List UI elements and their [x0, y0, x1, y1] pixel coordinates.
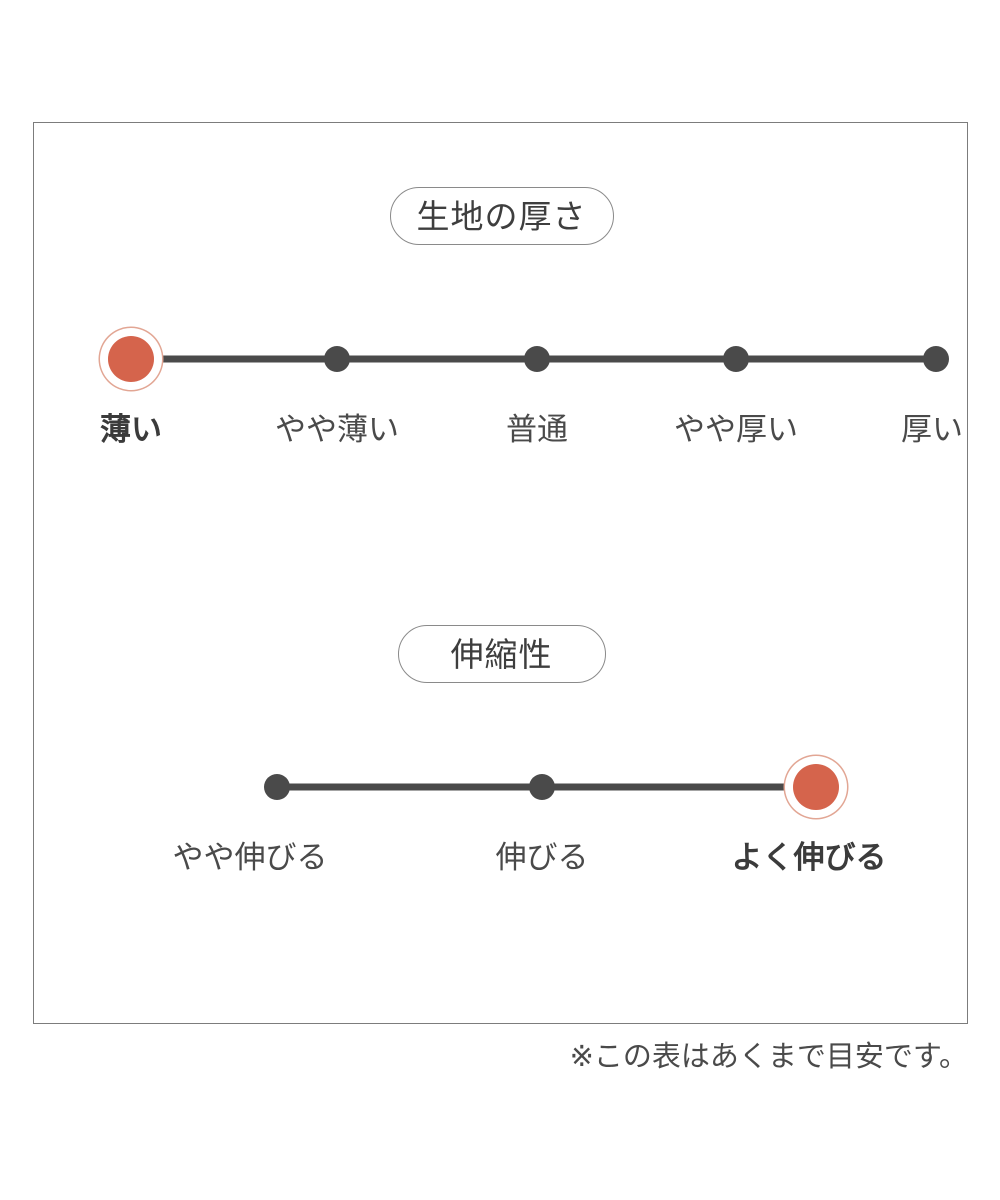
scale-label-stretch-2: よく伸びる — [731, 840, 887, 875]
spec-card: 生地の厚さ 薄い やや薄い 普通 やや厚い 厚い 伸縮性 — [33, 122, 968, 1024]
scale-label-thickness-3: やや厚い — [674, 412, 798, 447]
scale-dot-thickness-1[interactable] — [324, 346, 350, 372]
scale-label-stretch-1: 伸びる — [495, 840, 589, 875]
scale-label-thickness-4: 厚い — [901, 412, 963, 447]
scale-dot-thickness-0[interactable] — [108, 336, 154, 382]
section-heading-wrap-thickness: 生地の厚さ — [34, 187, 969, 245]
scale-labels-stretch: やや伸びる 伸びる よく伸びる — [34, 839, 969, 889]
scale-dot-thickness-4[interactable] — [923, 346, 949, 372]
scale-track-stretch — [34, 751, 969, 823]
disclaimer-note: ※この表はあくまで目安です。 — [569, 1041, 968, 1073]
section-fabric-thickness: 生地の厚さ 薄い やや薄い 普通 やや厚い 厚い — [34, 187, 969, 461]
scale-label-stretch-0: やや伸びる — [172, 840, 328, 875]
scale-track-thickness — [34, 323, 969, 395]
scale-dot-stretch-1[interactable] — [529, 774, 555, 800]
section-heading-stretch: 伸縮性 — [397, 625, 606, 683]
scale-labels-thickness: 薄い やや薄い 普通 やや厚い 厚い — [34, 411, 969, 461]
scale-label-thickness-0: 薄い — [100, 412, 162, 447]
section-stretchiness: 伸縮性 やや伸びる 伸びる よく伸びる — [34, 625, 969, 889]
section-heading-wrap-stretch: 伸縮性 — [34, 625, 969, 683]
scale-dot-thickness-2[interactable] — [524, 346, 550, 372]
scale-dot-thickness-3[interactable] — [723, 346, 749, 372]
scale-dot-stretch-2[interactable] — [793, 764, 839, 810]
scale-label-thickness-1: やや薄い — [275, 412, 399, 447]
section-heading-thickness: 生地の厚さ — [389, 187, 614, 245]
scale-dot-stretch-0[interactable] — [264, 774, 290, 800]
scale-label-thickness-2: 普通 — [506, 412, 568, 447]
